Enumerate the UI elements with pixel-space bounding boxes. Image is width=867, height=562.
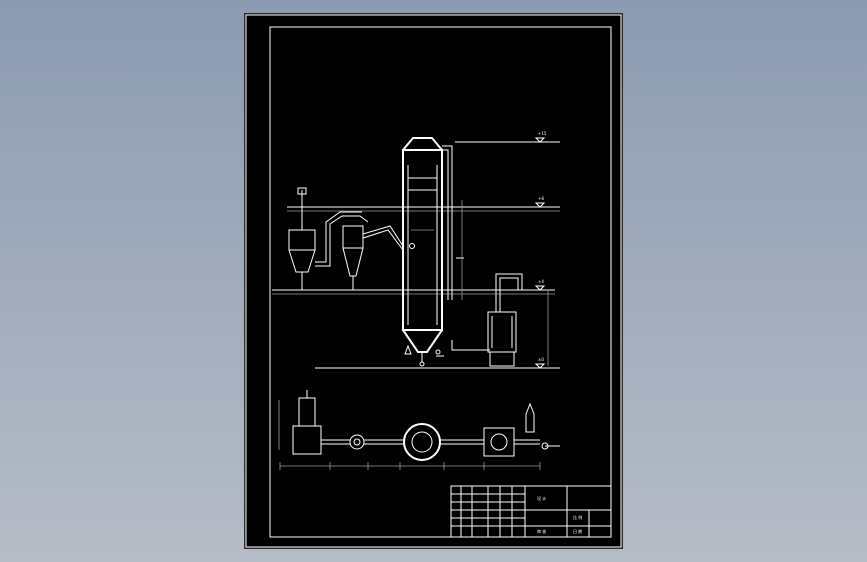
plan-vent-stack <box>525 402 535 433</box>
title-cell-design: 设 计 <box>537 495 546 501</box>
vapor-line-outer <box>442 145 453 300</box>
title-cell-scale: 比 例 <box>573 514 582 520</box>
elevation-label-upper: +8 <box>538 196 544 201</box>
cyclone-to-column-duct <box>362 225 404 247</box>
plan-heater-box <box>483 427 515 457</box>
feed-flange <box>297 187 307 195</box>
heater-riser-pipe-inner <box>499 277 519 312</box>
title-block-frame <box>450 485 612 538</box>
plan-duct-dryer-cyclone <box>321 439 350 445</box>
heater-base <box>489 351 515 367</box>
sight-glass <box>409 243 415 249</box>
column-shell <box>402 149 443 331</box>
inner-frame <box>269 26 612 538</box>
column-support-leg <box>404 344 412 355</box>
plan-cyclone <box>349 434 365 450</box>
evaporator-column <box>402 137 444 367</box>
plan-duct-column-heater <box>440 439 484 445</box>
transfer-duct-outer <box>315 215 369 267</box>
plan-heater-core <box>490 433 508 451</box>
plan-duct-cyclone-column <box>364 439 404 445</box>
dryer-hopper <box>288 249 316 273</box>
heater-riser-pipe <box>495 273 523 312</box>
outer-border <box>245 14 622 548</box>
elevation-view: +15 +8 +4 ±0 <box>272 131 560 369</box>
elevation-mark-base <box>534 363 546 369</box>
plan-cyclone-core <box>353 438 361 446</box>
title-cell-date: 日 期 <box>573 528 582 534</box>
plan-column-inner <box>411 431 433 453</box>
vapor-line-inner <box>442 149 449 300</box>
transfer-duct-inner <box>315 211 362 263</box>
plan-column-outer <box>403 423 441 461</box>
heater-unit <box>487 273 549 367</box>
plan-view <box>278 390 560 470</box>
elevation-mark-upper <box>534 202 546 208</box>
title-block: 设 计 比 例 审 核 日 期 <box>450 485 612 538</box>
column-top-head <box>402 137 443 151</box>
cyclone-to-column-duct-inner <box>362 229 404 251</box>
plan-duct-heater-outlet <box>514 439 540 445</box>
elevation-label-ground: +4 <box>538 279 544 284</box>
outlet-nozzle <box>435 349 441 355</box>
dryer-cyclone-group <box>288 187 404 290</box>
cyclone-body <box>342 225 364 249</box>
elevation-mark-top <box>534 137 546 143</box>
elevation-label-top: +15 <box>538 131 547 136</box>
dryer-chamber <box>288 229 316 251</box>
drain-valve <box>419 361 425 367</box>
drawing-sheet <box>244 13 623 549</box>
plan-dryer-box <box>292 425 322 455</box>
condensate-return-line <box>451 340 490 351</box>
plan-dryer-feed <box>298 397 316 427</box>
elevation-label-base: ±0 <box>538 357 544 362</box>
elevation-mark-ground <box>534 285 546 291</box>
cyclone-cone <box>342 247 364 277</box>
title-cell-review: 审 核 <box>537 528 546 534</box>
